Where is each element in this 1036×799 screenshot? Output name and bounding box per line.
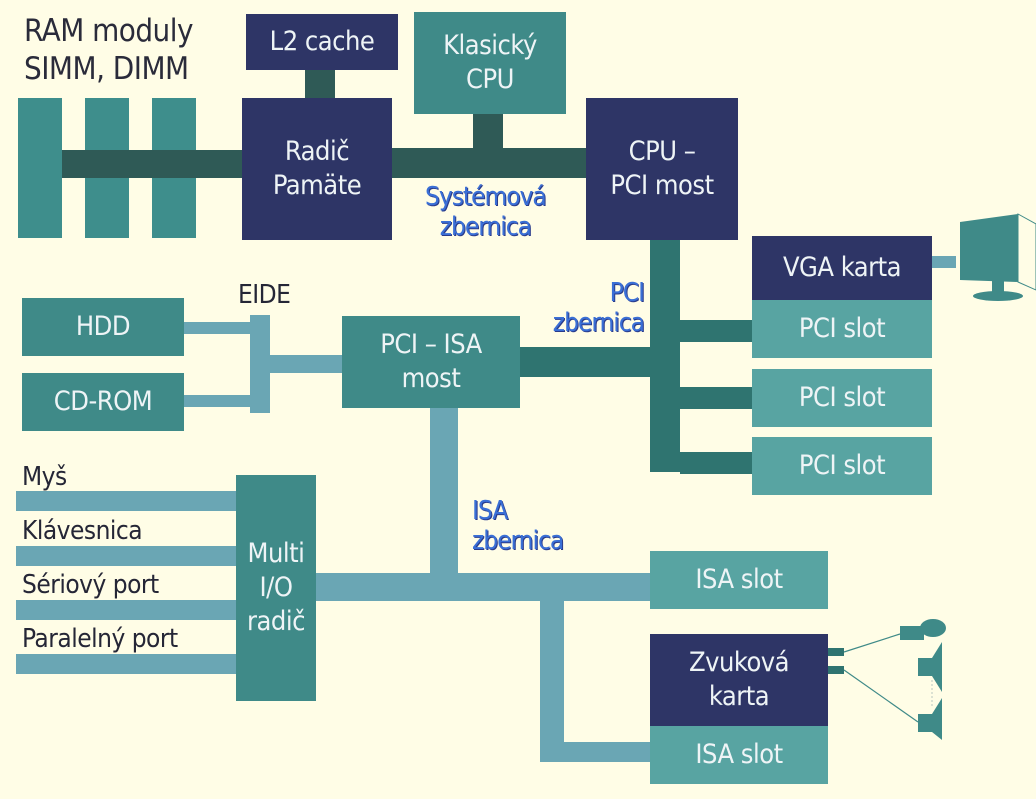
hdd: HDD xyxy=(22,298,184,356)
isa-bus-main xyxy=(315,573,655,601)
l2-cache-link xyxy=(305,68,335,100)
microphone-icon xyxy=(900,619,946,640)
eide-bus xyxy=(250,315,270,413)
sound-card: Zvuková karta xyxy=(650,634,828,726)
io-port-keyboard: Klávesnica xyxy=(22,516,143,546)
pci-slot-link-1 xyxy=(680,320,755,342)
hdd-cable xyxy=(184,322,264,334)
speaker-icon xyxy=(918,698,942,740)
pci-slot-2: PCI slot xyxy=(752,369,932,427)
cdrom-cable xyxy=(184,395,264,407)
isa-bus-label: ISA zbernica xyxy=(472,496,564,556)
eide-label: EIDE xyxy=(238,280,291,310)
monitor-icon xyxy=(960,213,1036,301)
isa-bus-vertical xyxy=(430,408,458,576)
pci-bus-main xyxy=(520,347,680,377)
eide-link xyxy=(270,355,352,373)
system-bus xyxy=(390,148,590,178)
pci-slot-link-2 xyxy=(680,387,755,409)
memory-controller: Radič Pamäte xyxy=(242,98,392,240)
classic-cpu: Klasický CPU xyxy=(414,12,566,114)
multi-io-controller: Multi I/O radič xyxy=(236,475,316,701)
io-line-mouse xyxy=(16,491,238,511)
vga-card: VGA karta xyxy=(752,236,932,300)
isa-slot-2: ISA slot xyxy=(650,726,828,784)
pci-slot-link-3 xyxy=(680,452,755,474)
system-bus-label: Systémová zbernica xyxy=(425,182,547,242)
io-port-mouse: Myš xyxy=(22,462,67,492)
isa-slot-link-2 xyxy=(540,742,655,762)
pci-isa-bridge: PCI – ISA most xyxy=(342,316,520,408)
cpu-pci-bridge: CPU – PCI most xyxy=(586,98,738,240)
io-line-serial xyxy=(16,600,238,620)
cd-rom: CD-ROM xyxy=(22,373,184,431)
io-port-serial: Sériový port xyxy=(22,570,159,600)
vga-cable xyxy=(932,256,956,268)
cpu-link xyxy=(473,112,503,152)
io-port-parallel: Paralelný port xyxy=(22,624,178,654)
io-line-keyboard xyxy=(16,546,238,566)
io-line-parallel xyxy=(16,654,238,674)
speaker-icon xyxy=(918,642,942,692)
ram-modules-title: RAM moduly SIMM, DIMM xyxy=(24,13,193,87)
isa-slot-1: ISA slot xyxy=(650,551,828,609)
pci-slot-3: PCI slot xyxy=(752,437,932,495)
pci-bus-label: PCI zbernica xyxy=(552,278,645,338)
memory-bus xyxy=(62,150,252,178)
l2-cache: L2 cache xyxy=(246,14,398,70)
ram-module-1 xyxy=(18,98,62,238)
sound-peripherals xyxy=(828,619,946,740)
pci-slot-1: PCI slot xyxy=(752,300,932,358)
isa-bus-down xyxy=(540,590,564,752)
